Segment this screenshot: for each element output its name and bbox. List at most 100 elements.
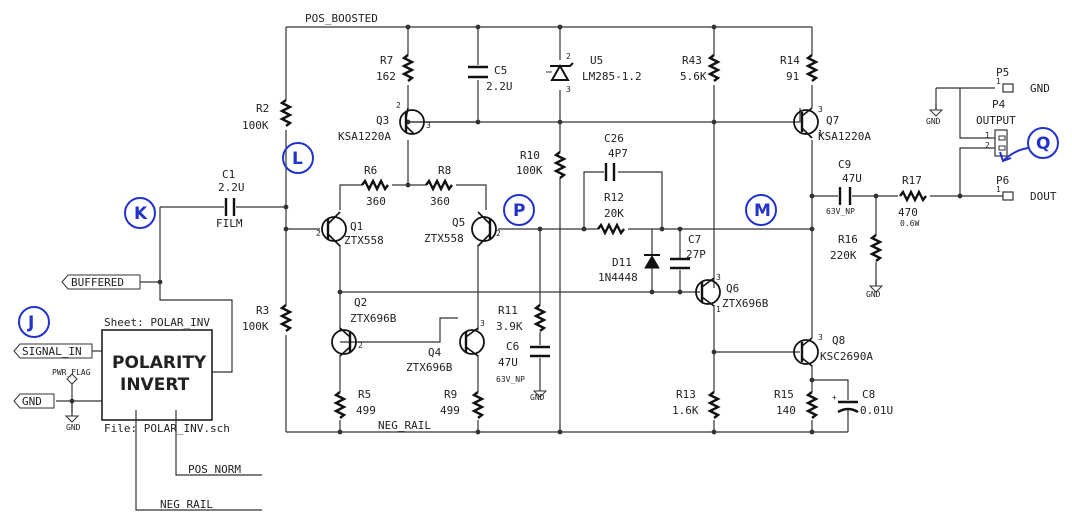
svg-text:OUTPUT: OUTPUT (976, 114, 1016, 127)
capacitor-c26: C26 4P7 (604, 132, 628, 181)
resistor-r7: R7 162 (376, 53, 414, 83)
svg-text:DOUT: DOUT (1030, 190, 1057, 203)
svg-text:J: J (27, 313, 34, 333)
svg-text:360: 360 (430, 195, 450, 208)
svg-text:Sheet: POLAR_INV: Sheet: POLAR_INV (104, 316, 210, 329)
transistor-q8: 3 Q8 KSC2690A (793, 333, 873, 367)
capacitor-c7: C7 27P (670, 233, 706, 270)
svg-text:0.6W: 0.6W (900, 219, 919, 228)
transistor-q6: 31 Q6 ZTX696B (695, 273, 769, 314)
capacitor-c9: C9 47U 63V_NP (826, 158, 862, 216)
wires (56, 26, 1003, 511)
svg-text:2: 2 (316, 229, 321, 238)
svg-text:2: 2 (358, 341, 363, 350)
svg-text:Q6: Q6 (726, 282, 739, 295)
svg-text:140: 140 (776, 404, 796, 417)
svg-text:Q7: Q7 (826, 114, 839, 127)
transistor-q3: 23 Q3 KSA1220A (338, 101, 431, 143)
marker-j: J (18, 306, 50, 338)
svg-text:ZTX558: ZTX558 (344, 234, 384, 247)
port-gnd: GND (13, 393, 55, 409)
transistor-q7: 31 Q7 KSA1220A (793, 105, 871, 143)
svg-text:GND: GND (22, 395, 42, 408)
svg-text:R2: R2 (256, 102, 269, 115)
svg-text:0.01U: 0.01U (860, 404, 893, 417)
svg-text:360: 360 (366, 195, 386, 208)
connector-p5: P5 1 GND GND (926, 66, 1050, 126)
svg-text:3: 3 (818, 105, 823, 114)
marker-p: P (503, 194, 535, 226)
net-neg-rail: NEG_RAIL (378, 419, 431, 432)
svg-text:P: P (513, 201, 525, 221)
svg-text:U5: U5 (590, 54, 603, 67)
capacitor-c8: + C8 0.01U (832, 388, 893, 417)
svg-text:1: 1 (716, 305, 721, 314)
resistor-r3: R3 100K (242, 303, 292, 333)
resistor-r6: R6 360 (360, 164, 390, 208)
svg-text:220K: 220K (830, 249, 857, 262)
resistor-r16: R16 220K GND (830, 233, 883, 299)
svg-text:R16: R16 (838, 233, 858, 246)
svg-text:File: POLAR_INV.sch: File: POLAR_INV.sch (104, 422, 230, 435)
svg-text:P5: P5 (996, 66, 1009, 79)
svg-text:3: 3 (480, 319, 485, 328)
pwr-flag: PWR_FLAG GND (52, 368, 91, 432)
transistor-q2: 2 Q2 ZTX696B (331, 296, 397, 357)
transistor-q4: 3 Q4 ZTX696B (406, 319, 485, 374)
marker-k: K (124, 197, 156, 229)
svg-text:C7: C7 (688, 233, 701, 246)
svg-text:R6: R6 (364, 164, 377, 177)
svg-text:C1: C1 (222, 168, 235, 181)
junctions (69, 24, 963, 435)
svg-text:100K: 100K (242, 119, 269, 132)
svg-text:LM285-1.2: LM285-1.2 (582, 70, 642, 83)
resistor-r15: R15 140 (774, 388, 818, 420)
svg-text:47U: 47U (498, 356, 518, 369)
svg-text:GND: GND (530, 393, 545, 402)
svg-text:P4: P4 (992, 98, 1006, 111)
svg-text:R7: R7 (380, 54, 393, 67)
svg-text:499: 499 (356, 404, 376, 417)
svg-text:R11: R11 (498, 304, 518, 317)
svg-text:ZTX696B: ZTX696B (350, 312, 397, 325)
svg-text:2: 2 (396, 101, 401, 110)
svg-text:R10: R10 (520, 149, 540, 162)
reference-u5: 2 3 U5 LM285-1.2 (546, 52, 642, 94)
svg-text:Q3: Q3 (376, 114, 389, 127)
resistor-r12: R12 20K (596, 191, 626, 235)
svg-text:PWR_FLAG: PWR_FLAG (52, 368, 91, 377)
resistor-r5: R5 499 (334, 388, 376, 420)
svg-text:GND: GND (866, 290, 881, 299)
net-neg-rail-2: NEG_RAIL (160, 498, 213, 511)
svg-text:R12: R12 (604, 191, 624, 204)
svg-text:R5: R5 (358, 388, 371, 401)
svg-text:1: 1 (996, 77, 1001, 86)
svg-text:GND: GND (1030, 82, 1050, 95)
svg-text:GND: GND (926, 117, 941, 126)
svg-text:C8: C8 (862, 388, 875, 401)
svg-text:1N4448: 1N4448 (598, 271, 638, 284)
svg-text:4P7: 4P7 (608, 147, 628, 160)
transistor-q1: 2 Q1 ZTX558 (316, 211, 384, 247)
svg-text:BUFFERED: BUFFERED (71, 276, 124, 289)
resistor-r14: R14 91 (780, 53, 818, 83)
svg-text:L: L (292, 149, 303, 169)
svg-text:KSC2690A: KSC2690A (820, 350, 873, 363)
svg-text:Q8: Q8 (832, 334, 845, 347)
svg-text:+: + (832, 393, 837, 402)
svg-text:R3: R3 (256, 304, 269, 317)
svg-text:K: K (134, 204, 148, 224)
net-pos-norm: POS_NORM (188, 463, 241, 476)
resistor-r17: R17 470 0.6W (898, 174, 928, 228)
svg-text:1.6K: 1.6K (672, 404, 699, 417)
resistor-r43: R43 5.6K (680, 53, 720, 83)
svg-text:100K: 100K (516, 164, 543, 177)
svg-text:63V_NP: 63V_NP (496, 375, 525, 384)
svg-text:C26: C26 (604, 132, 624, 145)
svg-text:91: 91 (786, 70, 799, 83)
connector-p4: 12 P4 OUTPUT (976, 98, 1016, 157)
polarity-invert-sheet[interactable]: Sheet: POLAR_INV POLARITY INVERT File: P… (101, 316, 230, 435)
svg-text:KSA1220A: KSA1220A (338, 130, 391, 143)
diode-d11: D11 1N4448 (598, 254, 660, 284)
svg-text:R9: R9 (444, 388, 457, 401)
